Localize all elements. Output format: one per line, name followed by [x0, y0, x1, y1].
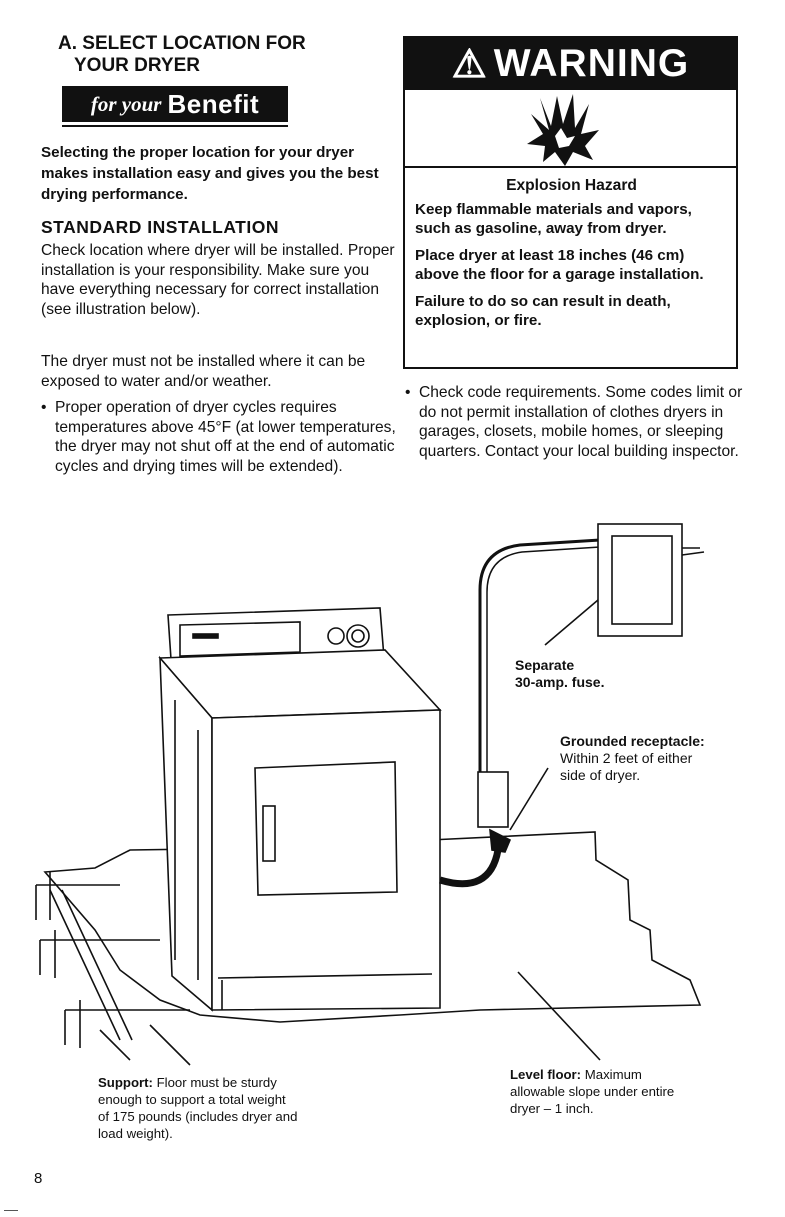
explosion-icon	[527, 94, 599, 166]
level-floor-caption-title: Level floor:	[510, 1067, 582, 1082]
bullet-dot: •	[41, 399, 47, 416]
standard-installation-heading: STANDARD INSTALLATION	[41, 217, 279, 237]
section-title-line2: YOUR DRYER	[74, 55, 200, 76]
standard-paragraph-1: Check location where dryer will be insta…	[41, 242, 395, 318]
receptacle-caption-title: Grounded receptacle:	[560, 733, 705, 749]
dryer-drawing	[158, 607, 442, 1012]
warning-hazard-title: Explosion Hazard	[506, 177, 637, 194]
cord-and-receptacle	[149, 523, 705, 1066]
level-floor-caption: Level floor: Maximum allowable slope und…	[510, 1066, 700, 1117]
level-floor-caption-text: Maximum allowable slope under entire dry…	[510, 1067, 675, 1116]
code-bullet-text: Check code requirements. Some codes limi…	[419, 384, 743, 460]
fuse-caption: Separate 30-amp. fuse.	[515, 657, 604, 691]
benefit-underline	[62, 125, 288, 127]
corner-mark	[4, 1210, 18, 1211]
explosion-icon-area	[405, 90, 736, 168]
warning-body: Explosion Hazard Keep flammable material…	[405, 168, 736, 331]
fuse-caption-line1: Separate	[515, 657, 575, 673]
section-title: A. SELECT LOCATION FOR YOUR DRYER	[58, 33, 306, 77]
support-caption-text: Floor must be sturdy enough to support a…	[98, 1075, 298, 1141]
section-title-line1: A. SELECT LOCATION FOR	[58, 33, 306, 54]
warning-line-2: Place dryer at least 18 inches (46 cm) a…	[415, 246, 704, 284]
bullet-dot: •	[405, 384, 411, 401]
dryer-installation-illustration	[35, 523, 705, 1066]
receptacle-caption-line2: side of dryer.	[560, 767, 641, 783]
benefit-banner: for your Benefit	[62, 86, 288, 122]
warning-label: WARNING	[493, 42, 690, 85]
warning-symbol-icon: ⚠	[451, 42, 488, 86]
warning-header: ⚠ WARNING	[405, 38, 736, 90]
warning-box: ⚠ WARNING Explosion Hazard Keep flammabl…	[403, 36, 738, 369]
fuse-caption-line2: 30-amp. fuse.	[515, 674, 605, 690]
warning-line-1: Keep flammable materials and vapors, suc…	[415, 200, 692, 238]
receptacle-caption-line1: Within 2 feet of either	[560, 750, 693, 766]
code-bullet: • Check code requirements. Some codes li…	[405, 383, 755, 461]
benefit-for-your: for your	[90, 91, 162, 116]
benefit-word: Benefit	[167, 88, 260, 119]
support-caption: Support: Floor must be sturdy enough to …	[98, 1074, 298, 1142]
page-number: 8	[34, 1170, 43, 1187]
temperature-bullet-text: Proper operation of dryer cycles require…	[55, 399, 396, 475]
standard-paragraph-2: The dryer must not be installed where it…	[41, 353, 366, 390]
warning-line-3: Failure to do so can result in death, ex…	[415, 292, 671, 330]
intro-text: Selecting the proper location for your d…	[41, 144, 379, 203]
temperature-bullet: • Proper operation of dryer cycles requi…	[41, 398, 396, 476]
receptacle-caption: Grounded receptacle: Within 2 feet of ei…	[560, 733, 705, 784]
support-caption-title: Support:	[98, 1075, 153, 1090]
